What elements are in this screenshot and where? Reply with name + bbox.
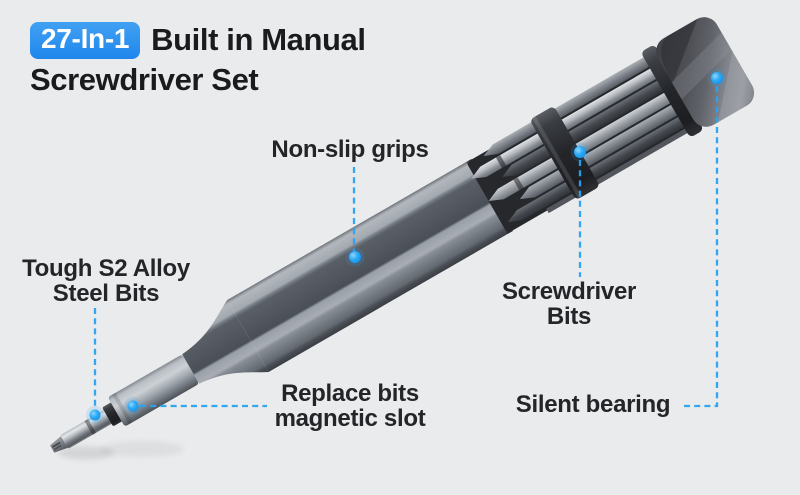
- end-cap-facet-dark: [661, 18, 698, 84]
- page-title: 27-In-1 Built in Manual Screwdriver Set: [30, 22, 366, 97]
- nose-shadow: [100, 441, 184, 457]
- bit-holder-ring: [102, 402, 123, 426]
- handle-barrel: [227, 159, 513, 372]
- bit-collar-ring: [531, 107, 599, 199]
- screwdriver-body: [50, 17, 755, 453]
- end-cap-facet-light: [718, 51, 754, 123]
- connector-silent-bearing: [684, 86, 719, 408]
- bit-notch: [513, 177, 524, 191]
- cap-entry-ring: [642, 45, 703, 137]
- callout-text: magnetic slot: [274, 405, 426, 432]
- callout-text: Replace bits: [281, 380, 419, 407]
- dot-non-slip-grips: [349, 251, 361, 263]
- callout-text: Silent bearing: [515, 391, 671, 418]
- handle-taper: [182, 300, 269, 384]
- steel-bit-shaft: [61, 409, 113, 449]
- dot-silent-bearing: [711, 72, 723, 84]
- callout-label-non-slip-grips: Non-slip grips: [271, 137, 428, 162]
- stored-bit: [483, 46, 669, 157]
- magnetic-nose-sleeve: [108, 355, 199, 426]
- bit-notch: [495, 155, 507, 168]
- stored-bit: [488, 81, 690, 202]
- end-cap-facet-band: [671, 32, 732, 100]
- callout-text: Non-slip grips: [271, 136, 429, 163]
- title-text-line2: Screwdriver Set: [30, 62, 259, 97]
- callout-text: Bits: [546, 303, 592, 330]
- stored-bit: [471, 57, 676, 179]
- collar-highlight: [532, 116, 583, 199]
- stored-bit: [507, 106, 703, 223]
- torx-flute: [53, 444, 62, 451]
- dot-tough-steel-bits: [89, 409, 101, 421]
- title-row: 27-In-1 Built in Manual: [30, 22, 366, 59]
- callout-text: Steel Bits: [52, 280, 160, 307]
- callout-label-tough-steel-bits: Tough S2 Alloy Steel Bits: [22, 256, 190, 306]
- torx-flute: [51, 441, 61, 448]
- dot-replace-slot: [127, 400, 139, 412]
- count-badge: 27-In-1: [30, 22, 141, 59]
- callout-label-screwdriver-bits: Screwdriver Bits: [502, 279, 636, 329]
- tip-shadow: [58, 446, 114, 460]
- dot-screwdriver-bits: [574, 146, 586, 158]
- callout-label-silent-bearing: Silent bearing: [516, 392, 671, 417]
- bit-groove: [84, 419, 96, 435]
- callout-text: Screwdriver: [501, 278, 637, 305]
- title-text-line1: Built in Manual: [151, 22, 366, 58]
- nose-seam: [112, 392, 133, 425]
- callout-text: Tough S2 Alloy: [22, 255, 190, 282]
- callout-label-replace-slot: Replace bits magnetic slot: [275, 381, 426, 431]
- callout-dots: [86, 68, 727, 424]
